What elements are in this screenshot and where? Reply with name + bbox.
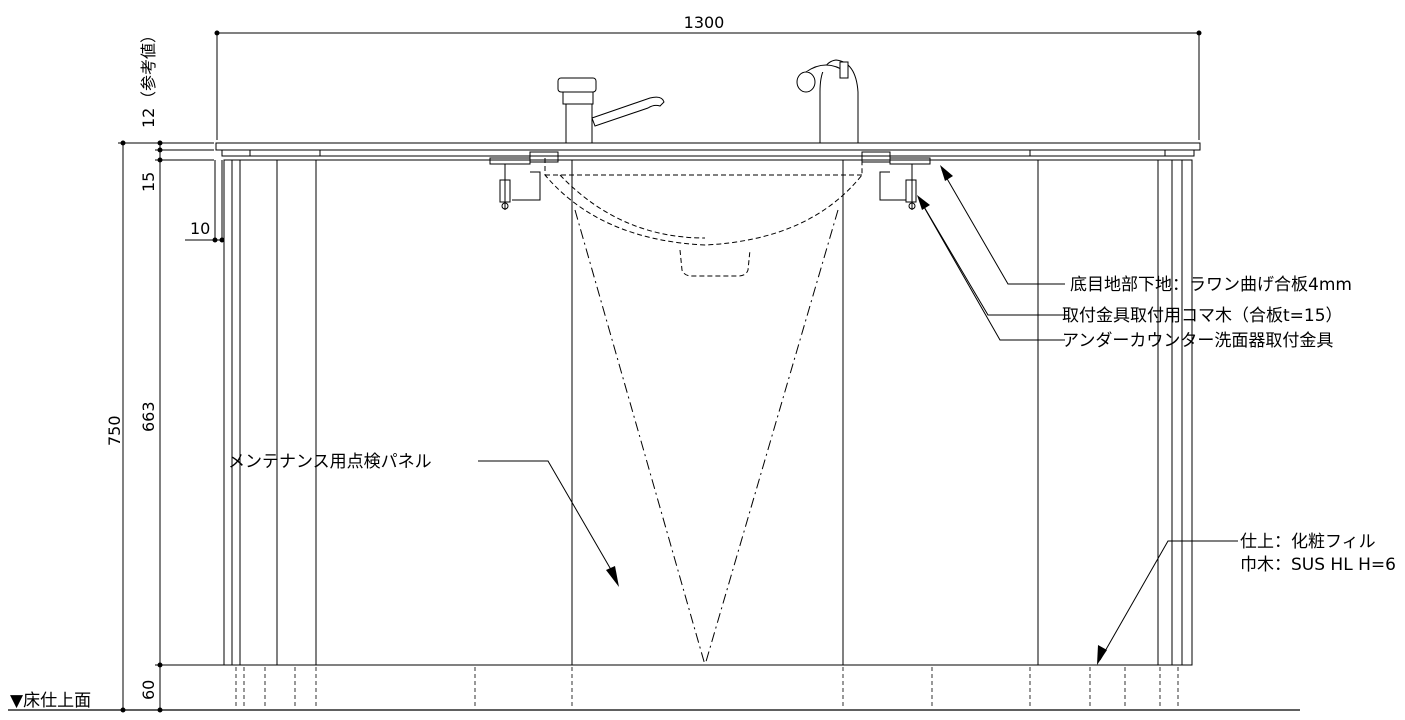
dim-60: 60 xyxy=(139,680,158,700)
countertop xyxy=(215,142,1201,157)
left-bracket xyxy=(489,151,559,210)
basin-hidden xyxy=(544,158,863,277)
dim-12: 12 xyxy=(139,108,158,128)
dim-15: 15 xyxy=(139,172,158,192)
dim-663: 663 xyxy=(139,401,158,432)
plinth xyxy=(235,667,1179,708)
leader-arrowheads xyxy=(606,165,1107,665)
vertical-dimensions xyxy=(118,140,225,713)
width-dimension xyxy=(214,30,1202,140)
note-sink-bracket: アンダーカウンター洗面器取付金具 xyxy=(1062,331,1333,351)
dim-10: 10 xyxy=(190,219,210,238)
note-inspection-panel: メンテナンス用点検パネル xyxy=(228,452,432,472)
faucet-lever xyxy=(557,77,665,144)
inspection-panel-swing xyxy=(574,209,839,666)
note-fixing-block: 取付金具取付用コマ木（合板t=15） xyxy=(1062,306,1343,326)
width-dimension-label: 1300 xyxy=(684,13,725,32)
note-finish-2: 巾木：SUS HL H=6 xyxy=(1240,555,1396,575)
floor-label: ▼床仕上面 xyxy=(10,691,91,711)
dim-reference-note: （参考値） xyxy=(139,27,158,107)
note-finish-1: 仕上：化粧フィル xyxy=(1240,532,1376,552)
note-base-joint: 底目地部下地：ラワン曲げ合板4mm xyxy=(1070,275,1352,295)
leader-lines xyxy=(478,169,1238,661)
faucet-spout xyxy=(796,59,859,144)
cabinet-body xyxy=(223,159,1193,666)
right-bracket xyxy=(861,151,931,210)
dim-750: 750 xyxy=(105,415,124,446)
